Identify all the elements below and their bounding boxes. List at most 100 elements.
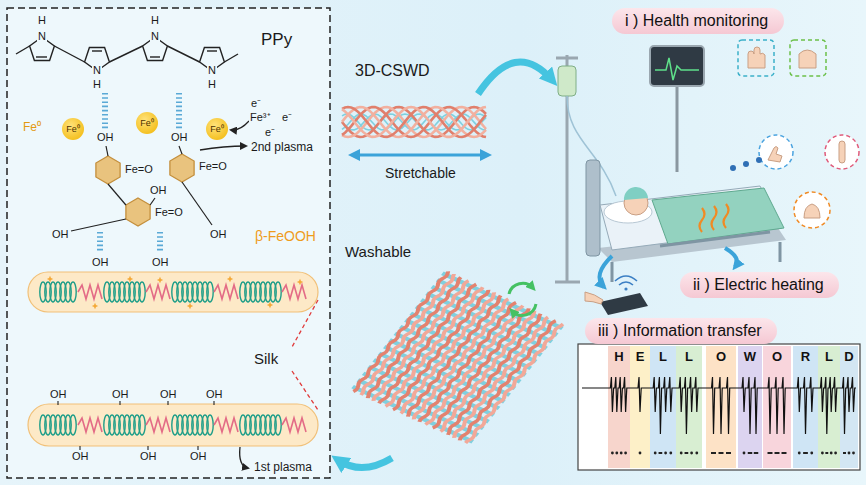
silk-chain bbox=[47, 276, 53, 282]
chemical-bond bbox=[119, 401, 120, 405]
letter-band bbox=[650, 346, 676, 468]
hospital-scene bbox=[650, 46, 704, 86]
tablet-hand bbox=[615, 276, 637, 281]
woven-fabric bbox=[446, 314, 543, 435]
hospital-scene bbox=[624, 187, 648, 200]
hospital-scene bbox=[676, 86, 679, 172]
group-label: OH bbox=[71, 450, 90, 463]
silk-chain bbox=[297, 279, 303, 285]
woven-fabric bbox=[466, 323, 563, 444]
atom-label: N bbox=[150, 30, 160, 43]
hospital-scene bbox=[600, 256, 613, 287]
chemical-bond bbox=[167, 401, 168, 405]
wash-arrows bbox=[509, 283, 533, 294]
fiber-braid bbox=[342, 107, 486, 137]
signal-trace bbox=[798, 452, 801, 455]
silk-chain bbox=[187, 303, 193, 309]
hospital-scene bbox=[730, 165, 736, 171]
node-text: O bbox=[706, 349, 736, 364]
tablet-hand bbox=[585, 292, 603, 304]
signal-trace bbox=[711, 452, 716, 454]
letter-band bbox=[608, 346, 630, 468]
electron-label: e⁻ bbox=[281, 111, 293, 124]
hospital-scene bbox=[611, 262, 614, 282]
signal-trace bbox=[782, 452, 787, 454]
species-label: Fe³⁺ bbox=[249, 111, 272, 124]
ppy-structure bbox=[150, 56, 160, 57]
feooh-hexagon bbox=[96, 154, 194, 226]
node-text: R bbox=[793, 349, 818, 364]
ppy-structure bbox=[36, 56, 47, 57]
chemical-bond bbox=[182, 182, 212, 225]
letter-band bbox=[608, 346, 858, 468]
signal-trace bbox=[743, 452, 746, 455]
letter-band: O bbox=[706, 346, 736, 468]
chemical-bond bbox=[58, 401, 214, 450]
node-text: E bbox=[630, 349, 650, 364]
group-label: OH bbox=[151, 256, 170, 269]
hydrogen-bond bbox=[176, 93, 182, 129]
chemical-bond bbox=[179, 146, 182, 154]
fe0-particle: Fe⁰ bbox=[136, 112, 158, 134]
letter-band bbox=[818, 346, 840, 468]
letter-band: E bbox=[630, 346, 650, 468]
signal-trace bbox=[803, 452, 808, 454]
process-label: 1st plasma bbox=[254, 461, 312, 475]
reduction-arrow bbox=[231, 121, 249, 130]
silk-chain bbox=[207, 415, 213, 435]
wash-arrows bbox=[512, 304, 536, 315]
signal-trace bbox=[775, 452, 780, 454]
atom-label: H bbox=[207, 78, 217, 91]
plasma-arrow bbox=[240, 447, 248, 468]
plasma-arrow bbox=[200, 146, 246, 150]
silk-chain bbox=[78, 418, 102, 432]
hospital-scene bbox=[555, 40, 859, 287]
tablet-hand bbox=[600, 293, 648, 315]
signal-trace bbox=[654, 452, 657, 455]
application-pill: ii ) Electric heating bbox=[680, 272, 839, 298]
feooh-hexagon bbox=[96, 156, 120, 184]
ppy-structure bbox=[109, 46, 142, 62]
fe0-particle: Fe⁰ bbox=[206, 118, 228, 140]
fiber-braid bbox=[342, 107, 486, 137]
woven-fabric bbox=[459, 320, 556, 441]
signal-trace bbox=[810, 452, 813, 455]
silk-chain bbox=[78, 285, 102, 299]
signal-trace bbox=[685, 452, 689, 454]
silk-chain bbox=[139, 282, 145, 302]
silk-chain bbox=[92, 303, 98, 309]
group-label: OH bbox=[96, 131, 115, 144]
process-label: 2nd plasma bbox=[251, 141, 313, 155]
node-text: Fe⁰ bbox=[210, 124, 224, 134]
silk-chain bbox=[282, 285, 306, 299]
signal-trace bbox=[620, 452, 623, 455]
signal-trace bbox=[719, 452, 724, 454]
wash-arrows bbox=[509, 283, 536, 315]
property-label: Stretchable bbox=[385, 165, 456, 181]
signal-trace bbox=[834, 452, 837, 455]
node-text: L bbox=[676, 349, 702, 364]
leader-line bbox=[292, 300, 318, 347]
fiber-braid bbox=[342, 107, 486, 137]
signal-trace bbox=[830, 452, 833, 455]
hydrogen-bond bbox=[157, 232, 163, 253]
signal-trace bbox=[664, 452, 667, 455]
node-text: Fe⁰ bbox=[140, 118, 154, 128]
silk-chain bbox=[146, 418, 170, 432]
signal-trace bbox=[659, 452, 663, 454]
silk-chain bbox=[267, 302, 273, 308]
signal-trace bbox=[611, 452, 614, 455]
hospital-scene bbox=[712, 206, 717, 230]
silk-chain bbox=[214, 418, 238, 432]
hospital-scene bbox=[555, 281, 580, 284]
tablet-hand bbox=[624, 287, 627, 290]
group-label: OH bbox=[189, 450, 208, 463]
node-text: iii ) Information transfer bbox=[598, 318, 762, 344]
hospital-scene bbox=[652, 188, 784, 244]
signal-trace bbox=[852, 452, 855, 455]
fiber-braid bbox=[342, 107, 486, 137]
group-label: OH bbox=[51, 228, 70, 241]
group-label: OH bbox=[209, 228, 228, 241]
fiber-braid bbox=[342, 107, 486, 137]
